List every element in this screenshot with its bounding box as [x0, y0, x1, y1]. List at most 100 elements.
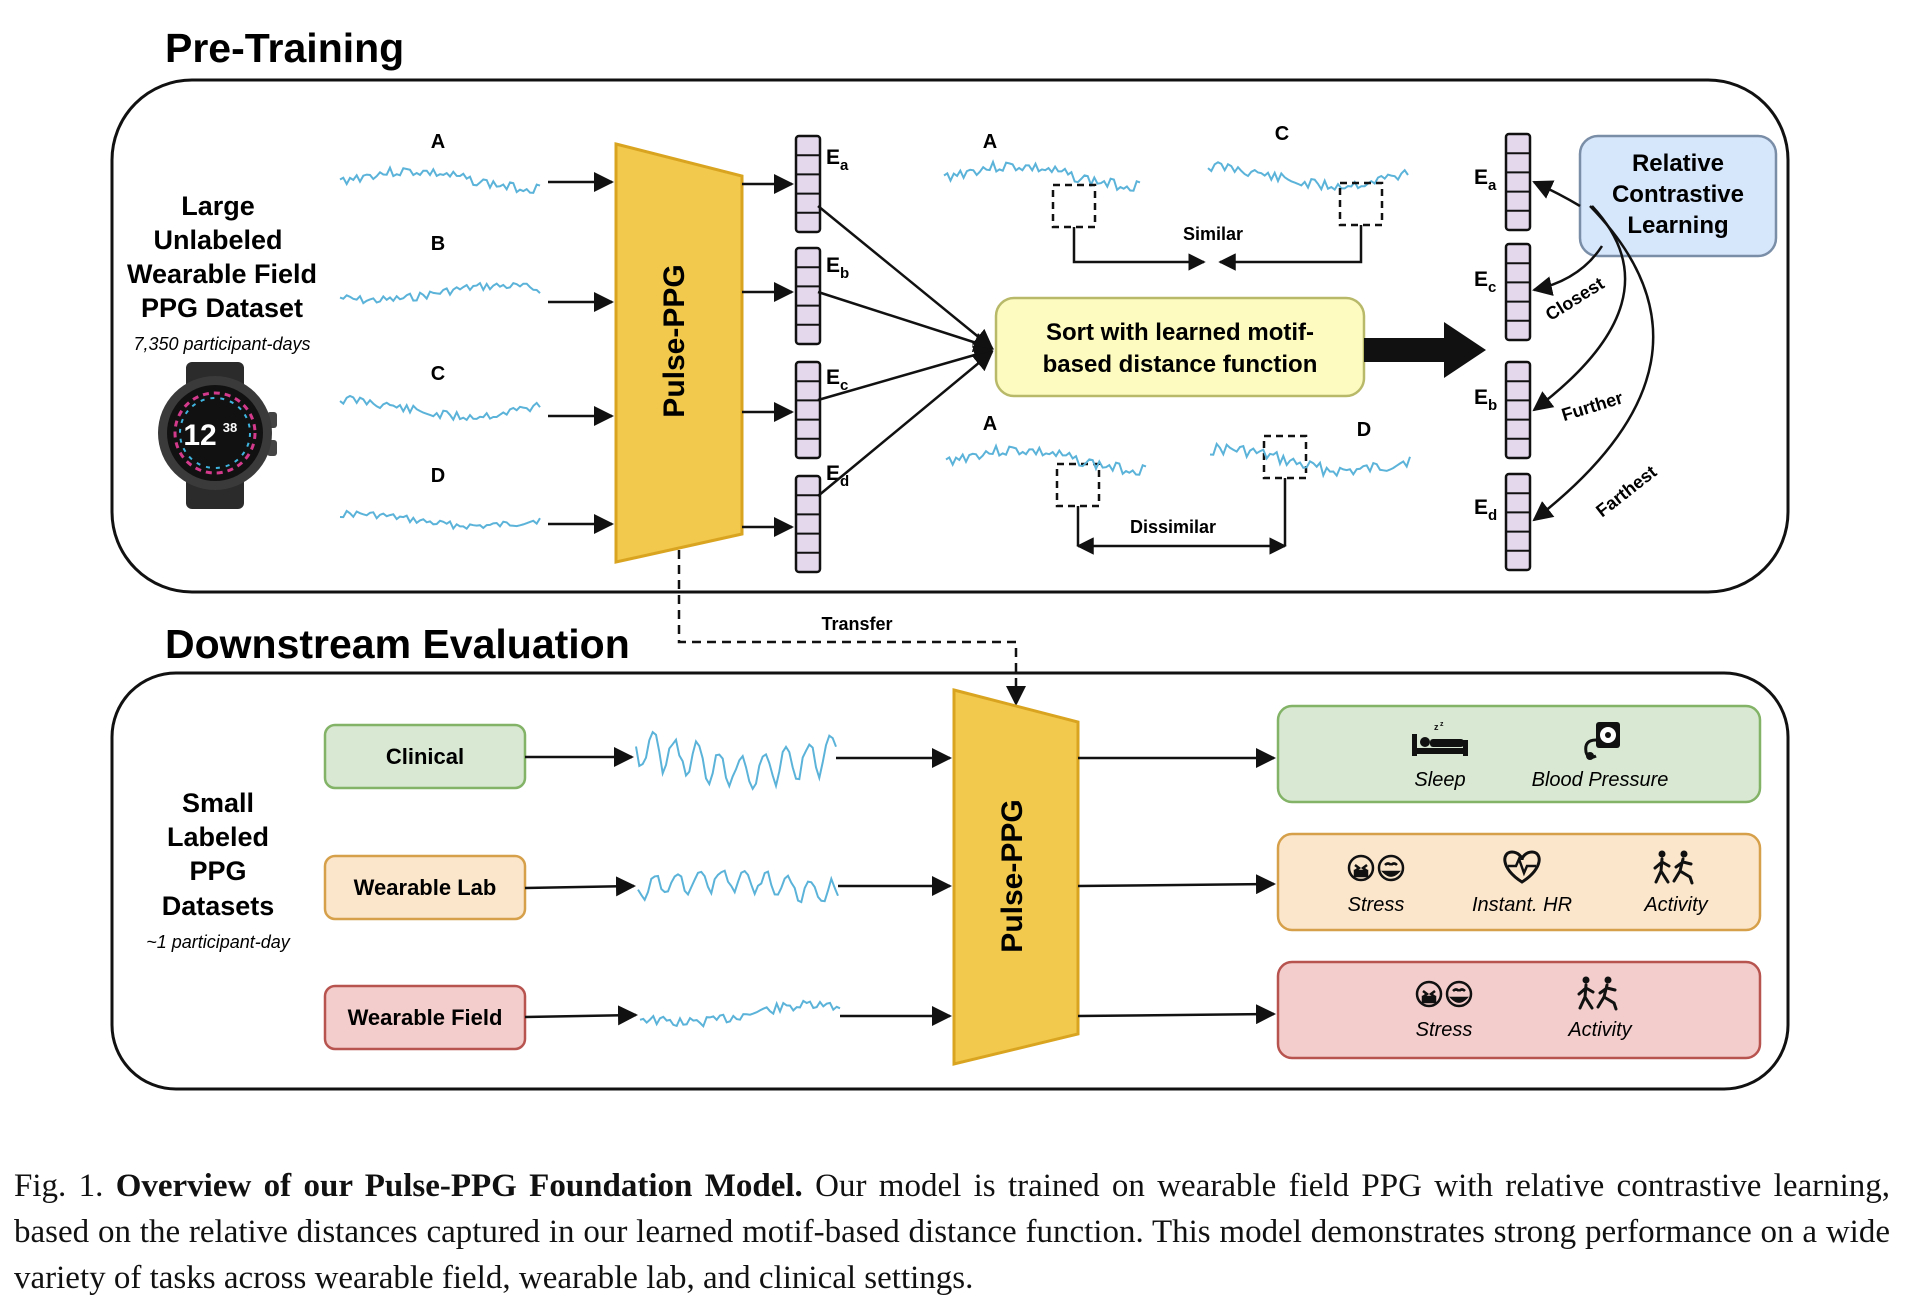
- embedding-label: Eb: [826, 254, 849, 282]
- transfer-arrow: [677, 550, 1026, 706]
- sleep-icon: z z: [1412, 721, 1468, 756]
- ranking-arrow: [1532, 205, 1655, 522]
- dataset-line: Small: [182, 788, 254, 818]
- ranking-arrow: [1532, 245, 1604, 296]
- downstream-encoder: Pulse-PPG: [952, 688, 1080, 1066]
- source-label: Wearable Field: [348, 1005, 503, 1030]
- signal-label: C: [431, 363, 445, 385]
- activity-icon: [1577, 976, 1618, 1011]
- dataset-line: PPG Dataset: [141, 293, 303, 323]
- input-arrows: [548, 172, 614, 534]
- encoder-trapezoid: [614, 142, 744, 564]
- ppg-signal: [339, 281, 541, 305]
- embedding-vector: [794, 360, 822, 460]
- embedding-vector: [1504, 360, 1532, 460]
- downstream-signals: [635, 730, 841, 1029]
- embedding-vector: [794, 246, 822, 346]
- source-box-wearable-field: Wearable Field: [323, 984, 527, 1051]
- converging-arrows: [817, 205, 994, 497]
- ranking-arrows: [1532, 180, 1655, 522]
- ranking-arrow: [1532, 180, 1581, 208]
- signal-label: D: [431, 465, 445, 487]
- activity-icon: [1653, 850, 1694, 885]
- embedding-vector: [1504, 472, 1532, 572]
- caption-title: Overview of our Pulse-PPG Foundation Mod…: [115, 1168, 803, 1204]
- rcl-line: Contrastive: [1612, 181, 1744, 208]
- embedding-vector: [794, 134, 822, 234]
- ranked-embedding-column: [1504, 132, 1532, 572]
- motif-box: [1055, 462, 1101, 508]
- watch-hour: 12: [183, 419, 216, 452]
- ppg-signal: [1209, 441, 1411, 479]
- task-label: Stress: [1416, 1019, 1473, 1041]
- signal-to-encoder-arrows: [836, 748, 952, 1026]
- rank-labels: Closest Further Farthest: [1542, 273, 1661, 521]
- rcl-line: Relative: [1632, 150, 1724, 177]
- ppg-signal: [945, 443, 1147, 476]
- embedding-label: Ed: [1474, 496, 1497, 524]
- task-label: Sleep: [1414, 769, 1465, 791]
- smartwatch-icon: 12 38: [158, 362, 277, 509]
- pretraining-title: Pre-Training: [165, 25, 404, 71]
- rank-label: Further: [1559, 387, 1625, 425]
- stress-faces-icon: [1415, 980, 1473, 1008]
- embedding-label: Eb: [1474, 386, 1497, 414]
- arrow: [817, 345, 994, 402]
- dissimilar-right-label: D: [1357, 419, 1371, 441]
- source-arrows: [524, 747, 638, 1026]
- dataset-line: PPG: [189, 856, 246, 886]
- sort-box-line: based distance function: [1043, 351, 1318, 378]
- downstream-panel: [110, 671, 1790, 1091]
- similar-right-label: C: [1275, 123, 1289, 145]
- arrow: [524, 1005, 638, 1026]
- task-group-clinical: [1276, 704, 1762, 804]
- pretraining-dataset-label: Large Unlabeled Wearable Field PPG Datas…: [127, 191, 317, 323]
- dissimilar-pair-signals: [945, 441, 1411, 479]
- pretraining-input-labels: A B C D: [431, 131, 445, 487]
- signal-label: A: [431, 131, 445, 153]
- embedding-vector: [794, 474, 822, 574]
- dataset-line: Datasets: [162, 891, 275, 921]
- encoder-to-task-arrows: [1077, 748, 1276, 1025]
- dataset-line: Labeled: [167, 822, 269, 852]
- arrow: [524, 876, 636, 897]
- task-group-wearable-field: [1276, 960, 1762, 1060]
- similar-pair-signals: [943, 159, 1409, 192]
- similar-left-label: A: [983, 131, 997, 153]
- dissimilar-left-label: A: [983, 413, 997, 435]
- dissimilar-connector: [1076, 478, 1287, 555]
- arrow: [817, 290, 994, 353]
- heart-rate-icon: [1503, 850, 1541, 884]
- ppg-signal: [339, 394, 541, 422]
- caption-prefix: Fig. 1.: [14, 1168, 104, 1204]
- dataset-line: Large: [181, 191, 255, 221]
- embedding-label: Ea: [1474, 166, 1497, 194]
- ranked-embedding-labels: Ea Ec Eb Ed: [1474, 166, 1497, 524]
- downstream-dataset-note: ~1 participant-day: [146, 932, 291, 952]
- rcl-box: Relative Contrastive Learning: [1578, 134, 1778, 258]
- sort-box: Sort with learned motif- based distance …: [994, 296, 1366, 398]
- task-label: Instant. HR: [1472, 894, 1572, 916]
- embedding-vector: [1504, 132, 1532, 232]
- motif-box: [1338, 181, 1384, 227]
- pretraining-dataset-note: 7,350 participant-days: [133, 334, 310, 354]
- pretraining-encoder: Pulse-PPG: [614, 142, 744, 564]
- encoder-label: Pulse-PPG: [996, 799, 1029, 952]
- arrow: [817, 205, 994, 350]
- embedding-vector: [1504, 242, 1532, 342]
- similar-connector: [1072, 225, 1363, 271]
- motif-box: [1262, 434, 1308, 480]
- task-label: Blood Pressure: [1532, 769, 1669, 791]
- arrow: [1077, 874, 1276, 895]
- ppg-signal: [339, 165, 541, 194]
- stress-faces-icon: [1347, 854, 1405, 882]
- source-box-clinical: Clinical: [323, 723, 527, 790]
- svg-text:z: z: [1440, 721, 1444, 728]
- arrow: [1077, 1004, 1276, 1025]
- rank-label: Farthest: [1592, 462, 1660, 521]
- svg-text:z: z: [1434, 722, 1439, 732]
- dataset-line: Unlabeled: [153, 225, 282, 255]
- dissimilar-label: Dissimilar: [1130, 517, 1216, 537]
- ppg-signal: [339, 509, 541, 531]
- figure-caption: Fig. 1. Overview of our Pulse-PPG Founda…: [14, 1163, 1890, 1301]
